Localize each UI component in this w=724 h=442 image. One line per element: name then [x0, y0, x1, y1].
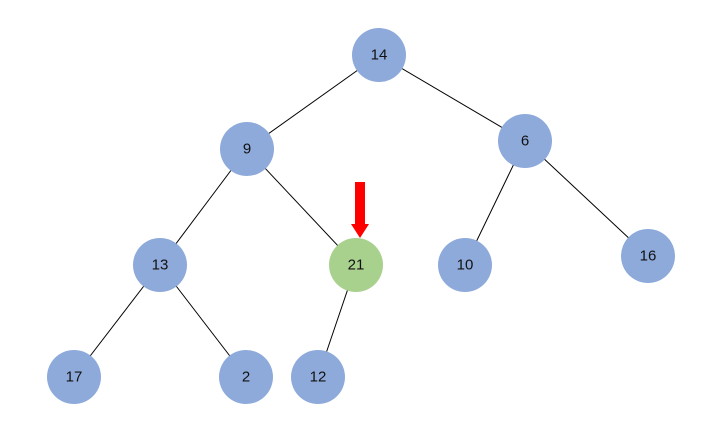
node-circle: [291, 350, 345, 404]
tree-node-6: 6: [498, 114, 552, 168]
node-circle: [329, 238, 383, 292]
tree-node-16: 16: [621, 229, 675, 283]
edge-n6-n16: [524, 140, 649, 257]
tree-node-2: 2: [219, 350, 273, 404]
edge-n14-n6: [378, 54, 526, 142]
tree-node-10: 10: [438, 238, 492, 292]
down-arrow-shape: [351, 182, 369, 238]
down-arrow-icon: [351, 182, 369, 238]
node-circle: [47, 350, 101, 404]
node-label: 9: [243, 141, 251, 158]
node-label: 17: [66, 369, 83, 386]
node-label: 21: [348, 257, 365, 274]
tree-nodes: 14 9 6 13 21 10 16 17 2 12: [47, 28, 675, 404]
node-label: 2: [242, 369, 250, 386]
tree-node-14: 14: [352, 28, 406, 82]
node-circle: [219, 350, 273, 404]
tree-node-9: 9: [220, 122, 274, 176]
node-label: 16: [640, 248, 657, 265]
tree-node-17: 17: [47, 350, 101, 404]
node-circle: [498, 114, 552, 168]
node-label: 14: [371, 47, 388, 64]
node-circle: [438, 238, 492, 292]
tree-node-12: 12: [291, 350, 345, 404]
node-label: 10: [457, 257, 474, 274]
tree-node-21: 21: [329, 238, 383, 292]
node-circle: [352, 28, 406, 82]
node-circle: [220, 122, 274, 176]
node-label: 12: [310, 369, 327, 386]
edge-n14-n9: [246, 54, 380, 150]
node-circle: [133, 238, 187, 292]
node-label: 13: [152, 257, 169, 274]
node-circle: [621, 229, 675, 283]
node-label: 6: [521, 133, 529, 150]
tree-node-13: 13: [133, 238, 187, 292]
